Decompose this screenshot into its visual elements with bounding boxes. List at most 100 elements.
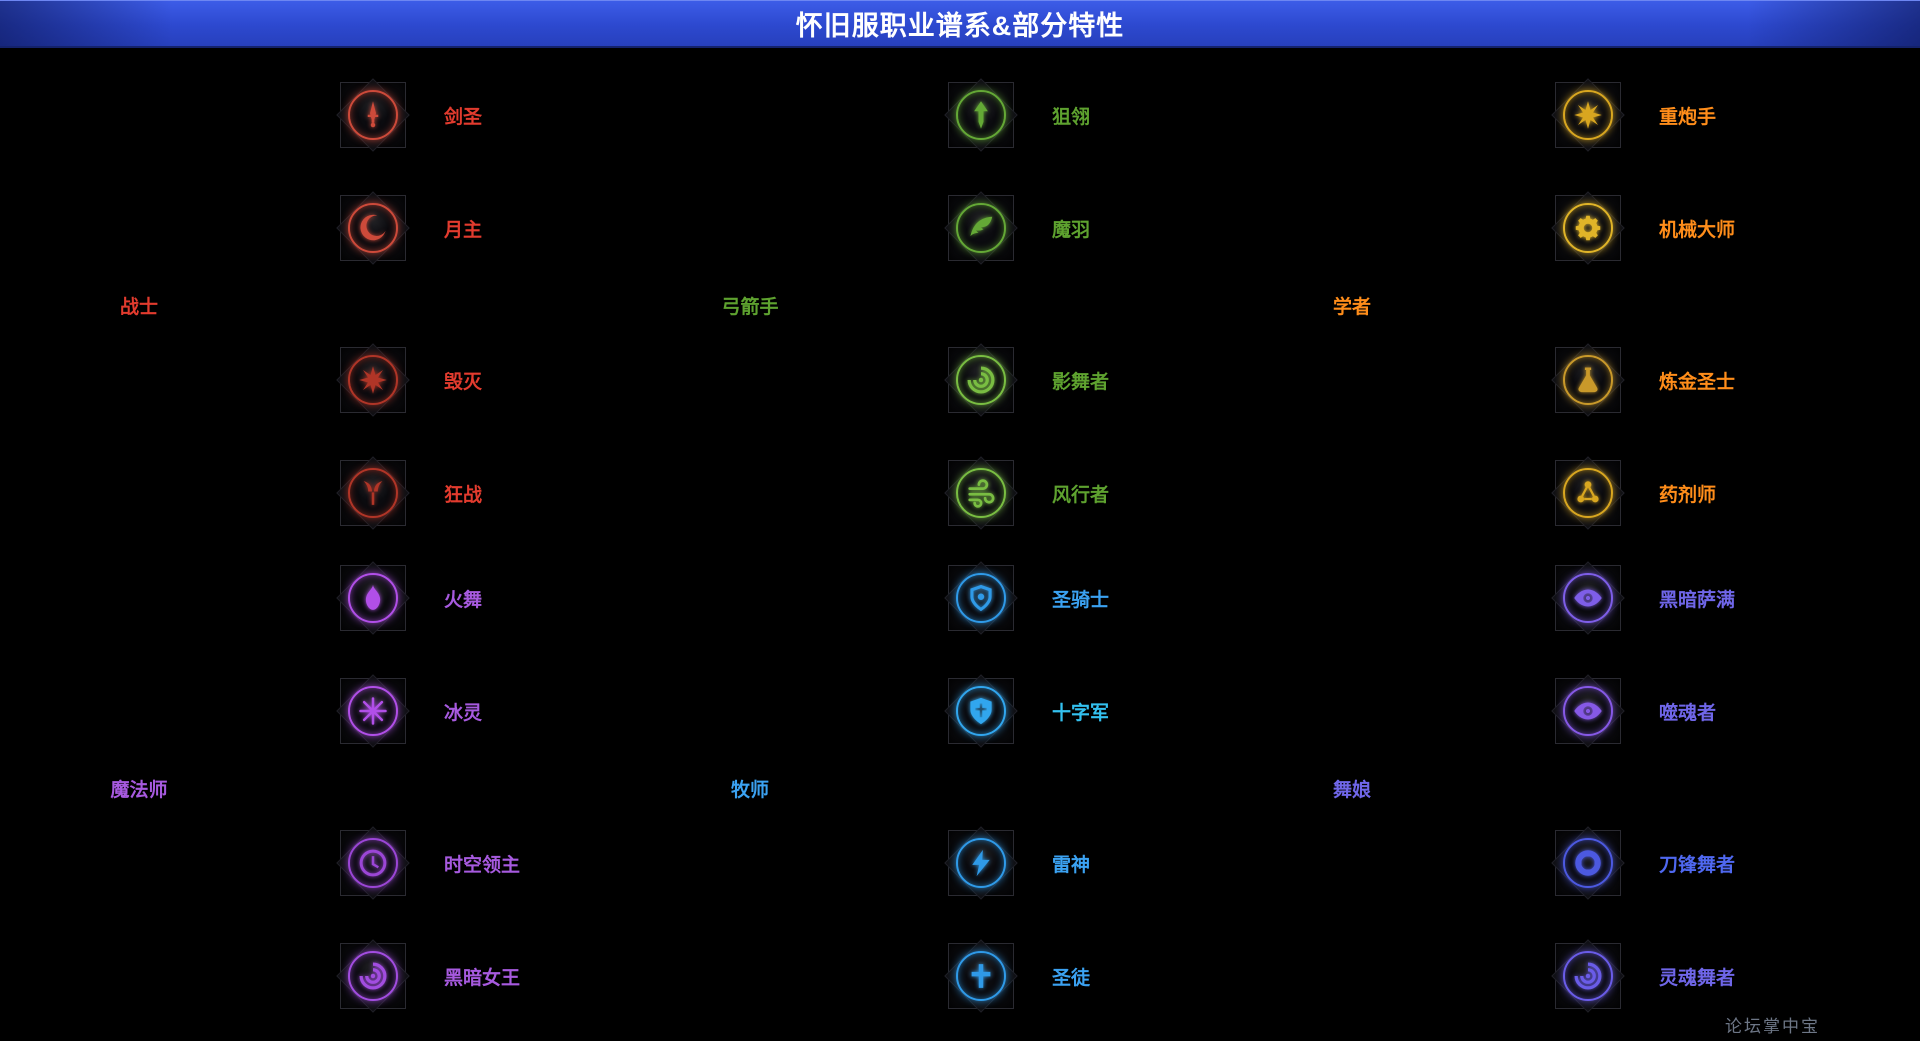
base-class-label-sorceress: 魔法师: [110, 780, 168, 801]
emblem-ring: [348, 355, 398, 405]
molecule-icon: [1573, 478, 1603, 508]
class-label: 毁灭: [444, 371, 483, 393]
paladin-icon: [948, 565, 1014, 631]
lightning-icon: [966, 848, 996, 878]
windwalker-icon: [948, 460, 1014, 526]
class-entry-sniper: 狙翎: [948, 82, 1090, 148]
class-entry-windwalker: 风行者: [948, 460, 1109, 526]
class-label: 圣骑士: [1052, 589, 1110, 611]
spiral-icon: [966, 365, 996, 395]
saleana-icon: [340, 565, 406, 631]
majesty-icon: [340, 943, 406, 1009]
emblem-ring: [1563, 686, 1613, 736]
class-entry-soul-eater: 噬魂者: [1555, 678, 1716, 744]
feather-icon: [966, 213, 996, 243]
emblem-ring: [1563, 573, 1613, 623]
saint-icon: [948, 943, 1014, 1009]
class-entry-adept: 炼金圣士: [1555, 347, 1735, 413]
base-class-label-warrior: 战士: [119, 297, 158, 318]
sniper-icon: [948, 82, 1014, 148]
class-label: 重炮手: [1659, 106, 1717, 128]
class-label: 冰灵: [444, 702, 483, 724]
emblem-ring: [348, 686, 398, 736]
emblem-ring: [348, 838, 398, 888]
class-label: 噬魂者: [1659, 702, 1717, 724]
shooting-star-icon: [1555, 82, 1621, 148]
blade-dancer-icon: [1555, 830, 1621, 896]
emblem-ring: [956, 951, 1006, 1001]
moonlord-icon: [340, 195, 406, 261]
emblem-ring: [1563, 203, 1613, 253]
artillery-icon: [948, 195, 1014, 261]
gear-master-icon: [1555, 195, 1621, 261]
smasher-icon: [340, 830, 406, 896]
emblem-ring: [348, 90, 398, 140]
class-entry-saleana: 火舞: [340, 565, 482, 631]
shield-cross-icon: [966, 696, 996, 726]
emblem-ring: [1563, 951, 1613, 1001]
dark-summoner-icon: [1555, 565, 1621, 631]
class-entry-majesty: 黑暗女王: [340, 943, 520, 1009]
adept-icon: [1555, 347, 1621, 413]
burst-icon: [1573, 100, 1603, 130]
emblem-ring: [1563, 355, 1613, 405]
class-entry-dark-summoner: 黑暗萨满: [1555, 565, 1735, 631]
emblem-ring: [1563, 90, 1613, 140]
class-entry-physician: 药剂师: [1555, 460, 1716, 526]
class-entry-elestra: 冰灵: [340, 678, 482, 744]
emblem-ring: [1563, 468, 1613, 518]
class-entry-destroyer: 毁灭: [340, 347, 482, 413]
class-label: 药剂师: [1659, 484, 1717, 506]
flame-icon: [358, 583, 388, 613]
page-title: 怀旧服职业谱系&部分特性: [795, 10, 1125, 41]
class-label: 月主: [444, 219, 483, 241]
class-label: 火舞: [444, 589, 483, 611]
barbarian-icon: [340, 460, 406, 526]
soul-eater-icon: [1555, 678, 1621, 744]
spiral-icon: [358, 961, 388, 991]
class-label: 黑暗萨满: [1659, 589, 1736, 611]
sword-icon: [358, 100, 388, 130]
burst-icon: [358, 365, 388, 395]
emblem-ring: [348, 951, 398, 1001]
class-label: 灵魂舞者: [1659, 967, 1736, 989]
class-label: 刀锋舞者: [1659, 854, 1736, 876]
crescent-moon-icon: [358, 213, 388, 243]
class-label: 狂战: [444, 484, 483, 506]
eye-icon: [1573, 696, 1603, 726]
class-entry-artillery: 魔羽: [948, 195, 1090, 261]
emblem-ring: [1563, 838, 1613, 888]
class-entry-spirit-dancer: 灵魂舞者: [1555, 943, 1735, 1009]
gear-icon: [1573, 213, 1603, 243]
class-label: 圣徒: [1052, 967, 1091, 989]
class-label: 时空领主: [444, 854, 521, 876]
class-entry-gladiator: 剑圣: [340, 82, 482, 148]
class-entry-paladin: 圣骑士: [948, 565, 1109, 631]
class-label: 十字军: [1052, 702, 1110, 724]
class-label: 黑暗女王: [444, 967, 521, 989]
eye-icon: [1573, 583, 1603, 613]
class-entry-gear-master: 机械大师: [1555, 195, 1735, 261]
class-entry-inquisitor: 雷神: [948, 830, 1090, 896]
class-entry-shooting-star: 重炮手: [1555, 82, 1716, 148]
class-entry-blade-dancer: 刀锋舞者: [1555, 830, 1735, 896]
destroyer-icon: [340, 347, 406, 413]
crusader-icon: [948, 678, 1014, 744]
physician-icon: [1555, 460, 1621, 526]
class-label: 炼金圣士: [1659, 371, 1736, 393]
shadow-dancer-icon: [948, 347, 1014, 413]
spiral-icon: [1573, 961, 1603, 991]
arrow-icon: [966, 100, 996, 130]
cross-icon: [966, 961, 996, 991]
base-class-label-cleric: 牧师: [730, 780, 769, 801]
emblem-ring: [956, 573, 1006, 623]
class-label: 影舞者: [1052, 371, 1110, 393]
class-entry-moonlord: 月主: [340, 195, 482, 261]
chakram-icon: [1573, 848, 1603, 878]
class-entry-saint: 圣徒: [948, 943, 1090, 1009]
emblem-ring: [348, 468, 398, 518]
spirit-dancer-icon: [1555, 943, 1621, 1009]
base-class-label-archer: 弓箭手: [721, 297, 779, 318]
watermark: 论坛掌中宝: [1725, 1017, 1820, 1036]
gladiator-icon: [340, 82, 406, 148]
